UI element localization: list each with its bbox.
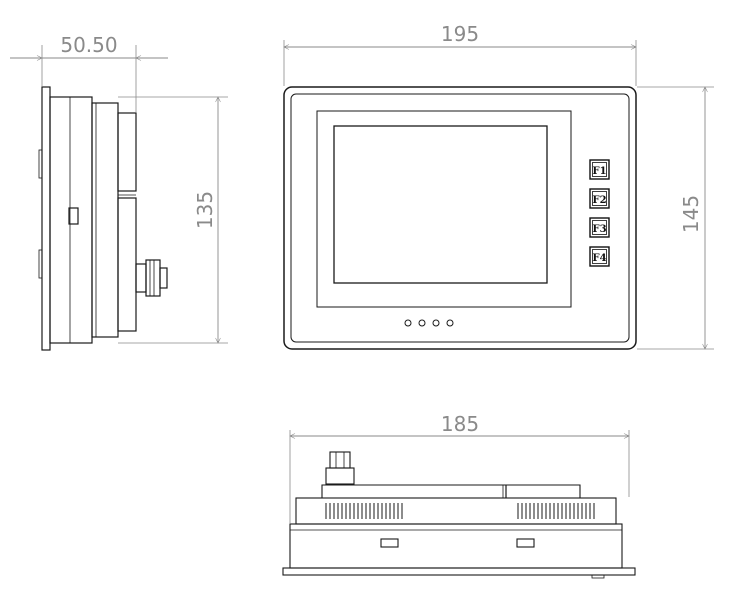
function-key-f2[interactable]: F2 [589, 188, 610, 209]
front-view [283, 86, 637, 350]
front-height-dimension-label: 145 [679, 195, 703, 233]
function-key-f3[interactable]: F3 [589, 217, 610, 238]
display-frame [316, 110, 572, 308]
function-keys: F1 F2 F3 F4 [589, 159, 610, 267]
function-key-f4[interactable]: F4 [589, 246, 610, 267]
bottom-view [282, 451, 636, 579]
led-indicator [446, 319, 454, 327]
side-height-dimension-label: 135 [193, 191, 217, 229]
bottom-width-dimension-label: 185 [441, 412, 479, 436]
function-key-label: F1 [592, 166, 606, 177]
led-indicator [418, 319, 426, 327]
depth-dimension-label: 50.50 [60, 33, 117, 57]
led-indicator [432, 319, 440, 327]
vent-slots-right [517, 503, 595, 519]
bottom-extension-lines [289, 430, 630, 523]
function-key-label: F3 [592, 224, 606, 235]
front-width-dimension-label: 195 [441, 22, 479, 46]
function-key-f1[interactable]: F1 [589, 159, 610, 180]
front-bezel [283, 86, 637, 350]
led-indicator [404, 319, 412, 327]
display-screen [333, 125, 548, 284]
vent-slots-left [325, 503, 403, 519]
function-key-label: F2 [592, 195, 606, 206]
side-view [38, 86, 168, 351]
function-key-label: F4 [592, 253, 606, 264]
